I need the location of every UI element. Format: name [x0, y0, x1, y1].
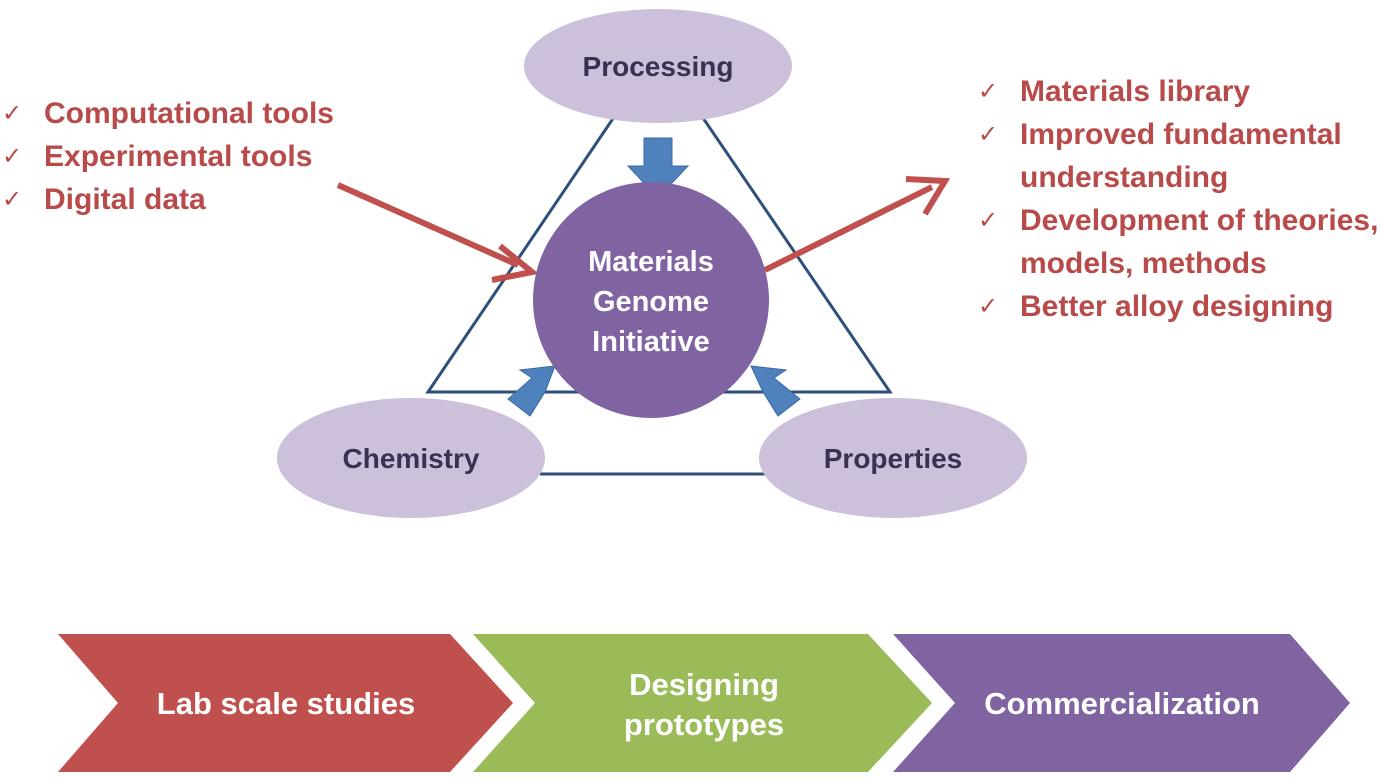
down-block-arrow-icon	[626, 137, 690, 199]
center-label-line1: Materials	[588, 246, 714, 278]
stage-commercial-chevron	[893, 634, 1350, 772]
check-icon: ✓	[2, 142, 23, 170]
input-item-experimental: Experimental tools	[44, 140, 313, 173]
stage-design-label-line1: Designing	[629, 667, 779, 702]
processing-node	[524, 9, 792, 123]
up-left-block-arrow-icon	[750, 365, 801, 417]
list-item: ✓ Computational tools	[0, 92, 420, 135]
properties-label: Properties	[824, 443, 963, 474]
input-arrow	[336, 182, 520, 268]
check-icon: ✓	[2, 99, 23, 127]
list-item: ✓ Better alloy designing	[976, 285, 1400, 328]
stage-lab-chevron	[58, 634, 513, 772]
input-item-computational: Computational tools	[44, 97, 334, 130]
outcomes-checklist: ✓ Materials library ✓ Improved fundament…	[976, 70, 1400, 328]
center-circle	[533, 182, 769, 418]
outcome-item-library: Materials library	[1020, 75, 1251, 108]
list-item: ✓ Improved fundamental understanding	[976, 113, 1400, 199]
outcome-item-alloy: Better alloy designing	[1020, 290, 1334, 323]
check-icon: ✓	[978, 292, 999, 320]
input-arrowhead-icon	[491, 243, 539, 283]
list-item: ✓ Digital data	[0, 178, 420, 221]
outcome-item-theories: Development of theories, models, methods	[1020, 204, 1379, 280]
stage-design-chevron	[473, 634, 932, 772]
input-item-digital-data: Digital data	[44, 183, 206, 216]
stage-commercial-label: Commercialization	[984, 686, 1260, 721]
inputs-checklist: ✓ Computational tools ✓ Experimental too…	[0, 92, 420, 221]
stage-design-label-line2: prototypes	[624, 707, 784, 742]
stage-lab-label: Lab scale studies	[157, 686, 415, 721]
output-arrow	[763, 184, 934, 273]
check-icon: ✓	[978, 77, 999, 105]
chemistry-node	[277, 398, 545, 518]
list-item: ✓ Materials library	[976, 70, 1400, 113]
check-icon: ✓	[2, 185, 23, 213]
list-item: ✓ Development of theories, models, metho…	[976, 199, 1400, 285]
check-icon: ✓	[978, 206, 999, 234]
check-icon: ✓	[978, 120, 999, 148]
properties-node	[759, 398, 1027, 518]
chemistry-label: Chemistry	[343, 443, 480, 474]
outcome-item-understanding: Improved fundamental understanding	[1020, 118, 1342, 194]
center-label-line2: Genome	[593, 286, 709, 318]
center-label-line3: Initiative	[592, 326, 710, 358]
output-arrowhead-icon	[905, 176, 951, 216]
list-item: ✓ Experimental tools	[0, 135, 420, 178]
processing-label: Processing	[583, 51, 734, 82]
